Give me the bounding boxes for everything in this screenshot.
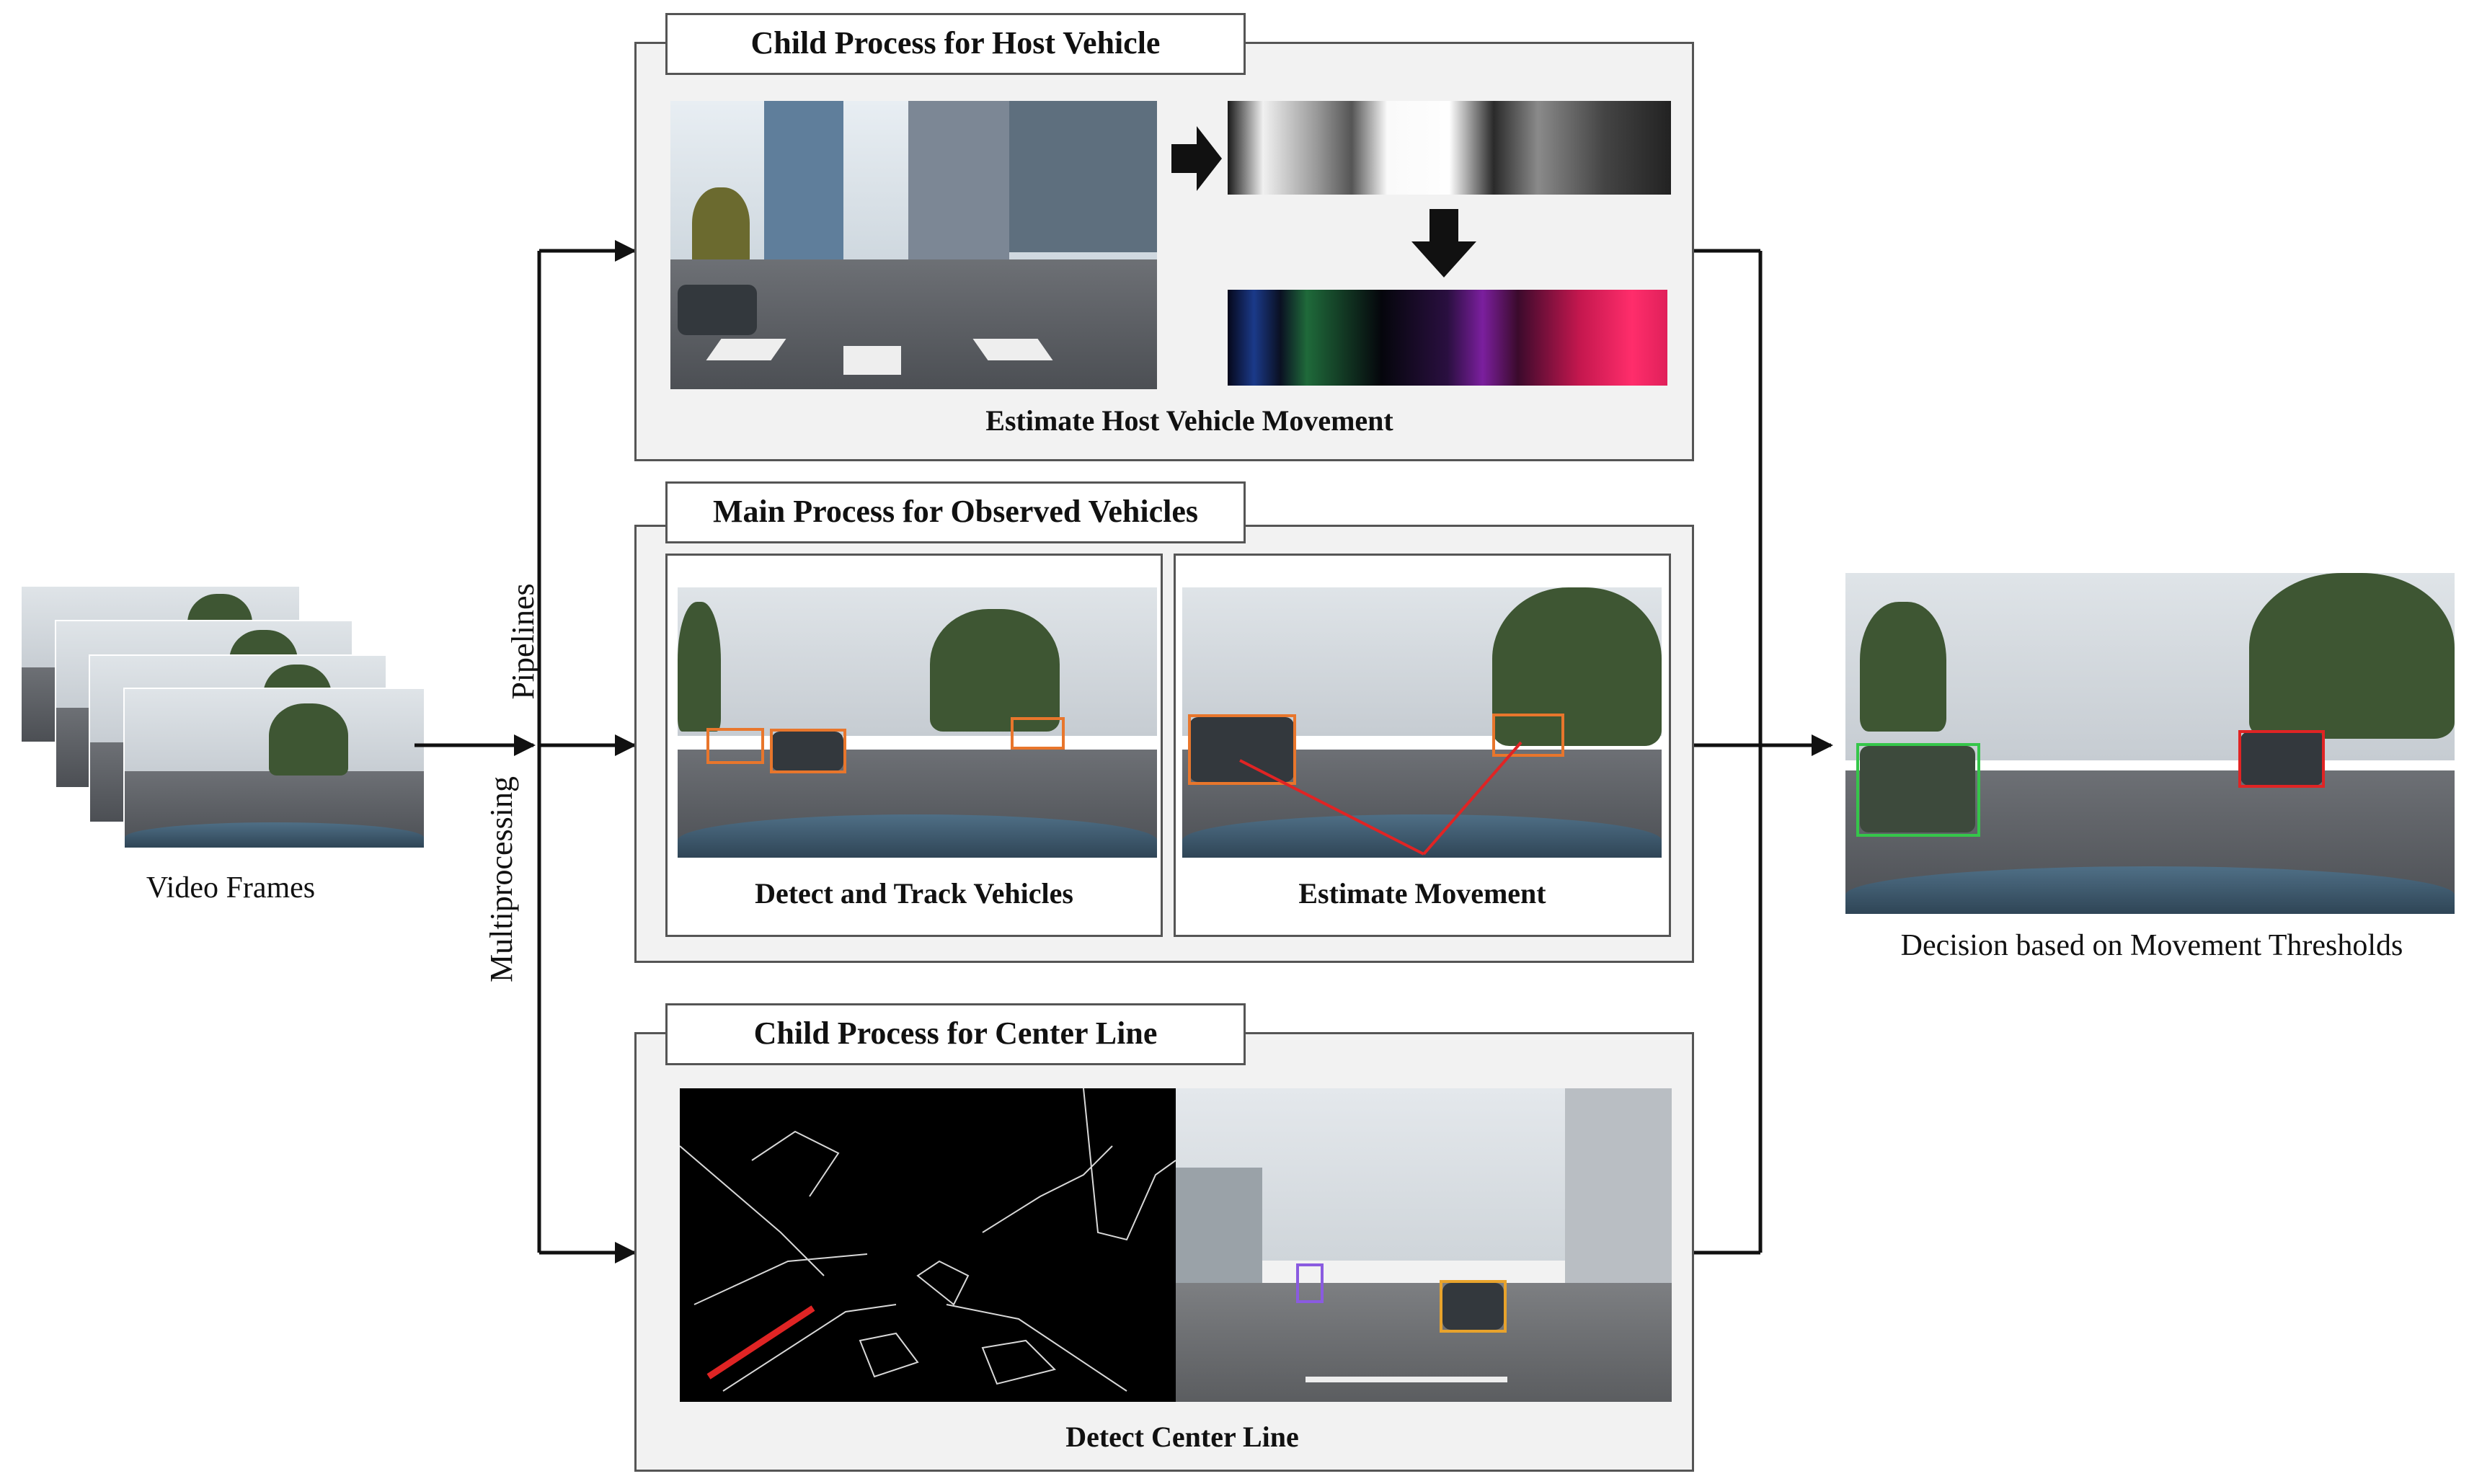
detect-track-caption: Detect and Track Vehicles <box>755 877 1073 910</box>
center-line-title: Child Process for Center Line <box>665 1003 1246 1065</box>
video-frame <box>123 688 425 849</box>
driving-box <box>1856 743 1980 837</box>
host-vehicle-title: Child Process for Host Vehicle <box>665 13 1246 75</box>
video-frames-caption: Video Frames <box>146 871 316 905</box>
center-line-caption: Detect Center Line <box>1065 1421 1299 1453</box>
host-right-arrow-icon <box>1171 126 1222 191</box>
host-camera-frame <box>670 101 1157 389</box>
multiprocessing-label: Multiprocessing <box>484 776 519 982</box>
center-line-street-image <box>1176 1088 1672 1402</box>
estimate-movement-caption: Estimate Movement <box>1298 877 1546 910</box>
video-frames-stack <box>20 585 425 849</box>
host-down-arrow-icon <box>1411 209 1476 277</box>
decision-output-image <box>1845 573 2455 914</box>
stopped-box <box>2238 730 2325 788</box>
estimate-movement-image <box>1182 587 1662 858</box>
edge-detection-image <box>680 1088 1176 1402</box>
pipelines-label: Pipelines <box>505 583 541 700</box>
main-process-title: Main Process for Observed Vehicles <box>665 481 1246 543</box>
host-grayscale-image <box>1228 101 1671 195</box>
host-optical-flow-image <box>1228 290 1667 386</box>
decision-caption: Decision based on Movement Thresholds <box>1900 929 2403 962</box>
detect-track-image <box>678 587 1157 858</box>
host-vehicle-caption: Estimate Host Vehicle Movement <box>985 404 1393 437</box>
